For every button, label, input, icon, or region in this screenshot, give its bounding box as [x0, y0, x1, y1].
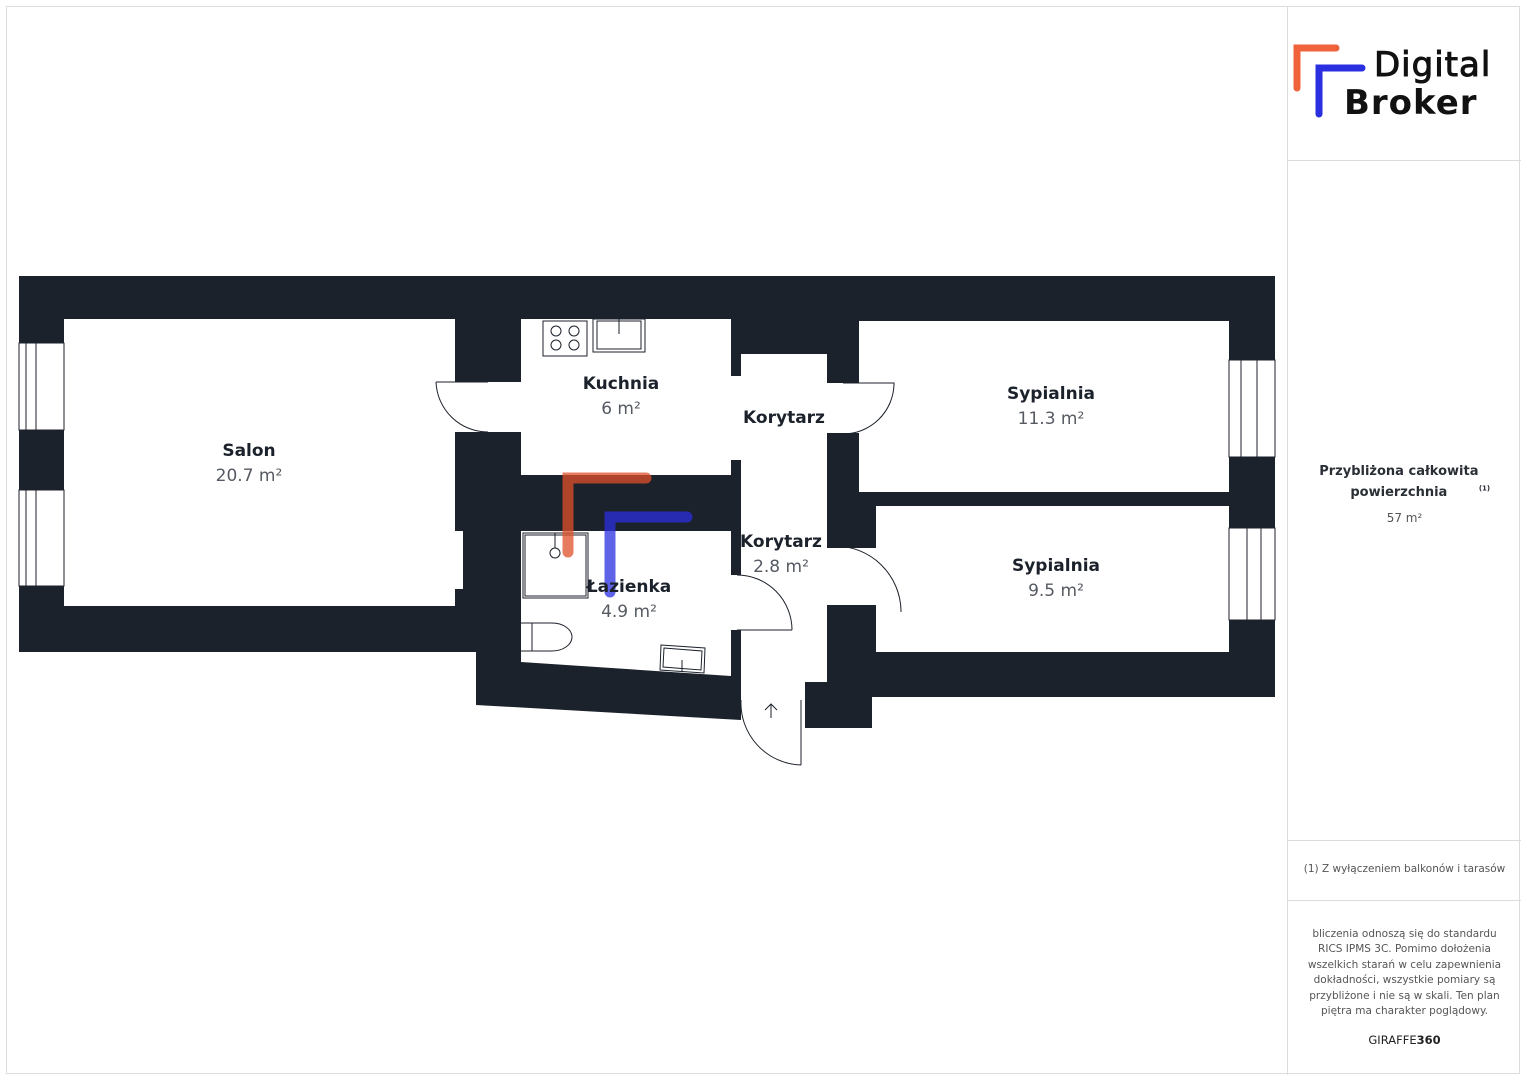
opening-kitchen-corridor: [729, 376, 743, 460]
logo-line1: Digital: [1373, 45, 1492, 85]
fixtures: [521, 318, 706, 674]
room-sypialnia-2: [876, 506, 1229, 652]
salon-area: 20.7 m²: [216, 466, 283, 486]
door-kitchen: [435, 381, 489, 433]
logo-mark-icon: [1293, 44, 1366, 118]
info-panel: Digital Broker Przybliżona całkowita pow…: [1287, 6, 1521, 1075]
room-korytarz-lower: [741, 475, 827, 682]
room-salon: [64, 319, 455, 606]
windows: [18, 342, 1276, 621]
kuchnia-area: 6 m²: [601, 399, 641, 419]
door-opening-bathroom: [729, 575, 743, 630]
brand-bold: 360: [1416, 1033, 1441, 1047]
room-korytarz-upper: [741, 354, 827, 475]
room-lazienka: [521, 531, 731, 676]
logo-line2: Broker: [1344, 83, 1478, 123]
lazienka-label: Łazienka: [586, 577, 672, 597]
total-area-title-text: Przybliżona całkowita powierzchnia: [1319, 464, 1479, 500]
total-area-value: 57 m²: [1386, 511, 1423, 525]
rooms: [64, 319, 1229, 732]
door-bedroom2: [834, 545, 902, 612]
footnote-section: (1) Z wyłączeniem balkonów i tarasów: [1288, 841, 1521, 901]
sypialnia-2-label: Sypialnia: [1012, 556, 1100, 576]
korytarz-upper-label: Korytarz: [743, 408, 825, 428]
korytarz-lower-area: 2.8 m²: [753, 557, 809, 577]
logo: Digital Broker: [1344, 45, 1492, 123]
door-opening-kitchen: [455, 382, 521, 432]
floor-plan: Salon 20.7 m² Kuchnia 6 m² Korytarz Kory…: [18, 276, 1276, 766]
giraffe360-brand: GIRAFFE360: [1288, 1033, 1521, 1047]
total-area-title: Przybliżona całkowita powierzchnia(1): [1288, 461, 1521, 503]
room-sypialnia-1: [859, 321, 1229, 492]
korytarz-lower-label: Korytarz: [740, 532, 822, 552]
room-labels: Salon 20.7 m² Kuchnia 6 m² Korytarz Kory…: [216, 374, 1100, 622]
entrance-arrow-icon: [764, 703, 778, 718]
door-opening-bedroom2: [825, 548, 878, 605]
opening-salon-right: [455, 531, 463, 589]
watermark-blue-mark: [604, 511, 693, 598]
stove-icon: [542, 320, 588, 357]
kuchnia-label: Kuchnia: [583, 374, 660, 394]
shower-icon: [522, 532, 589, 599]
footnote-text: (1) Z wyłączeniem balkonów i tarasów: [1303, 863, 1506, 875]
door-bedroom1: [842, 382, 895, 435]
kitchen-sink-icon: [592, 318, 646, 353]
toilet-icon: [521, 622, 573, 652]
disclaimer-text: bliczenia odnoszą się do standardu RICS …: [1307, 928, 1502, 1018]
door-opening-bedroom1: [825, 383, 861, 433]
sypialnia-2-area: 9.5 m²: [1028, 581, 1084, 601]
door-bathroom: [736, 574, 793, 631]
watermark-orange-mark: [562, 472, 652, 558]
doors: [435, 381, 902, 766]
total-area-section: Przybliżona całkowita powierzchnia(1) 57…: [1288, 161, 1521, 841]
lazienka-area: 4.9 m²: [601, 602, 657, 622]
disclaimer-section: bliczenia odnoszą się do standardu RICS …: [1288, 901, 1521, 1075]
door-entrance: [740, 699, 802, 766]
brand-light: GIRAFFE: [1368, 1033, 1417, 1047]
room-kuchnia: [521, 319, 731, 475]
footnote-mark: (1): [1478, 484, 1491, 493]
sypialnia-1-area: 11.3 m²: [1018, 409, 1085, 429]
watermark: [562, 472, 693, 598]
bathroom-sink-icon: [659, 644, 706, 674]
salon-label: Salon: [222, 441, 275, 461]
sypialnia-1-label: Sypialnia: [1007, 384, 1095, 404]
logo-section: Digital Broker: [1288, 6, 1521, 161]
page-frame: [6, 6, 1520, 1074]
